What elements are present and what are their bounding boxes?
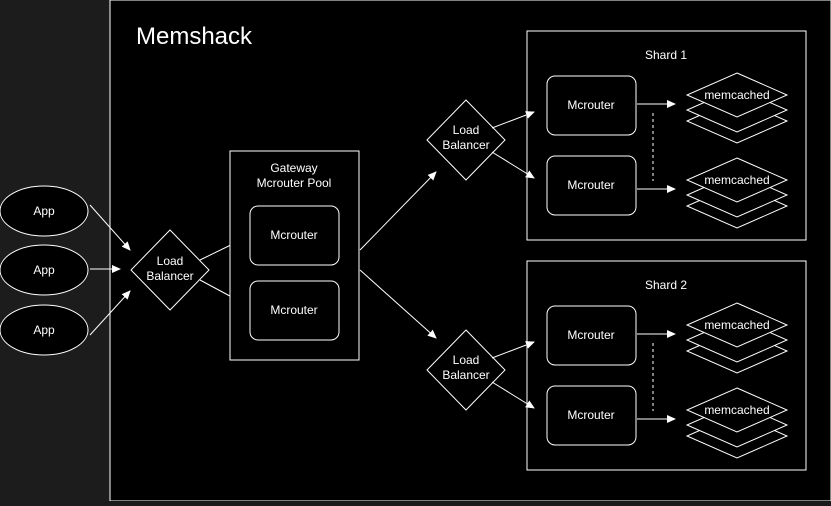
lb-label-line1: Load [453,123,480,137]
app-label: App [33,204,55,218]
mcrouter-label: Mcrouter [567,328,614,342]
edge-gw-lb-shard2 [359,269,437,339]
panel-title: Memshack [136,23,253,50]
shard-title: Shard 2 [645,278,687,292]
edge-app1-lb [89,204,131,251]
shard2-memcached-2[interactable]: memcached [685,387,789,459]
shard1-mcrouter-1[interactable]: Mcrouter [546,75,637,136]
mcrouter-label: Mcrouter [270,303,317,317]
lb-label-line2: Balancer [442,368,489,382]
mcrouter-label: Mcrouter [567,178,614,192]
app-node-3[interactable]: App [0,304,89,356]
gateway-mcrouter-2[interactable]: Mcrouter [249,280,340,341]
shard2-mcrouter-2[interactable]: Mcrouter [546,385,637,446]
mcrouter-label: Mcrouter [567,98,614,112]
memcached-label: memcached [704,88,769,102]
app-node-2[interactable]: App [0,244,89,296]
edge-lb2-router1 [491,341,535,359]
memcached-label: memcached [704,318,769,332]
load-balancer-shard2[interactable]: Load Balancer [426,329,506,411]
app-node-1[interactable]: App [0,185,89,237]
lb-label-line2: Balancer [442,138,489,152]
shard1-mcrouter-2[interactable]: Mcrouter [546,155,637,216]
edge-gw-lb-shard1 [359,171,437,251]
load-balancer-main[interactable]: Load Balancer [130,229,210,311]
edge-lb2-router2 [491,381,535,409]
shard1-memcached-2[interactable]: memcached [685,157,789,229]
mcrouter-label: Mcrouter [270,228,317,242]
gateway-mcrouter-1[interactable]: Mcrouter [249,205,340,266]
lb-label-line2: Balancer [146,269,193,283]
gateway-title-line1: Gateway [270,161,317,175]
lb-label-line1: Load [157,254,184,268]
edge-app3-lb [89,290,131,336]
shard1-memcached-1[interactable]: memcached [685,72,789,144]
app-label: App [33,323,55,337]
mcrouter-label: Mcrouter [567,408,614,422]
memcached-label: memcached [704,403,769,417]
load-balancer-shard1[interactable]: Load Balancer [426,99,506,181]
memcached-label: memcached [704,173,769,187]
shard2-mcrouter-1[interactable]: Mcrouter [546,305,637,366]
gateway-title-line2: Mcrouter Pool [257,176,332,190]
shard2-memcached-1[interactable]: memcached [685,302,789,374]
lb-label-line1: Load [453,353,480,367]
app-label: App [33,263,55,277]
edge-lb1-router1 [491,111,535,129]
shard-title: Shard 1 [645,48,687,62]
edge-lb1-router2 [491,151,535,179]
